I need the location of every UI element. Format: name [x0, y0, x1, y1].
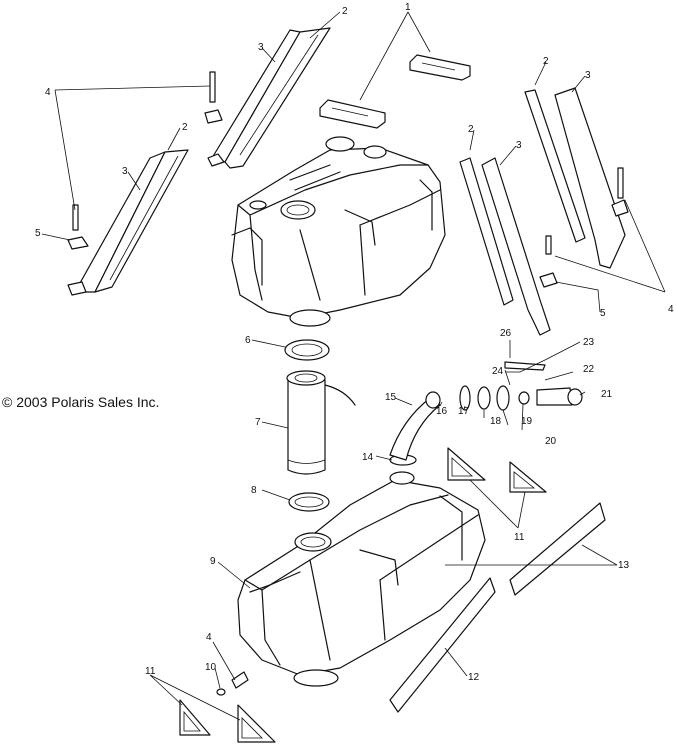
- callout-2: 2: [182, 122, 188, 133]
- callout-11: 11: [145, 666, 156, 677]
- lower-fuel-tank: [237, 471, 486, 687]
- callout-17: 17: [458, 406, 470, 417]
- part-6-8-rings: [284, 339, 330, 512]
- callout-5: 5: [600, 308, 606, 319]
- callout-22: 22: [583, 364, 595, 375]
- callout-5: 5: [35, 228, 41, 239]
- callout-23: 23: [583, 337, 595, 348]
- callout-16: 16: [436, 406, 448, 417]
- leader-lines: [41, 11, 666, 721]
- part-4-5-fasteners: [67, 71, 629, 696]
- callout-1: 1: [405, 2, 411, 13]
- part-11-12-13-pads: [179, 447, 606, 743]
- callout-4: 4: [668, 304, 674, 315]
- callout-2: 2: [543, 56, 549, 67]
- callout-3: 3: [585, 70, 591, 81]
- callout-3: 3: [516, 140, 522, 151]
- callout-2: 2: [468, 124, 474, 135]
- callout-26: 26: [500, 328, 512, 339]
- callout-24: 24: [492, 366, 504, 377]
- upper-fuel-tank: [231, 136, 446, 327]
- callout-10: 10: [205, 662, 217, 673]
- callout-21: 21: [601, 389, 613, 400]
- callout-3: 3: [122, 166, 128, 177]
- callout-18: 18: [490, 416, 502, 427]
- callout-13: 13: [618, 560, 630, 571]
- callout-8: 8: [251, 485, 257, 496]
- callout-19: 19: [521, 416, 533, 427]
- callout-12: 12: [468, 672, 480, 683]
- callout-2: 2: [342, 6, 348, 17]
- part-1-brackets: [319, 54, 471, 129]
- callout-4: 4: [206, 632, 212, 643]
- copyright-notice: © 2003 Polaris Sales Inc.: [2, 394, 159, 410]
- part-2-3-rails: [74, 27, 626, 336]
- part-7-fuel-pump: [286, 370, 356, 475]
- callout-14: 14: [362, 452, 374, 463]
- callout-11: 11: [514, 532, 525, 543]
- callout-7: 7: [255, 417, 261, 428]
- callout-15: 15: [385, 392, 397, 403]
- callout-20: 20: [545, 436, 557, 447]
- callout-4: 4: [45, 87, 51, 98]
- callout-9: 9: [210, 556, 216, 567]
- filler-neck-assembly: [389, 361, 583, 466]
- callout-6: 6: [245, 335, 251, 346]
- callout-3: 3: [258, 42, 264, 53]
- callout-labels: 1 2 3 4 2 3 5 2 3 2 3 4 5 6 7 8 9 4 10 1…: [35, 2, 674, 683]
